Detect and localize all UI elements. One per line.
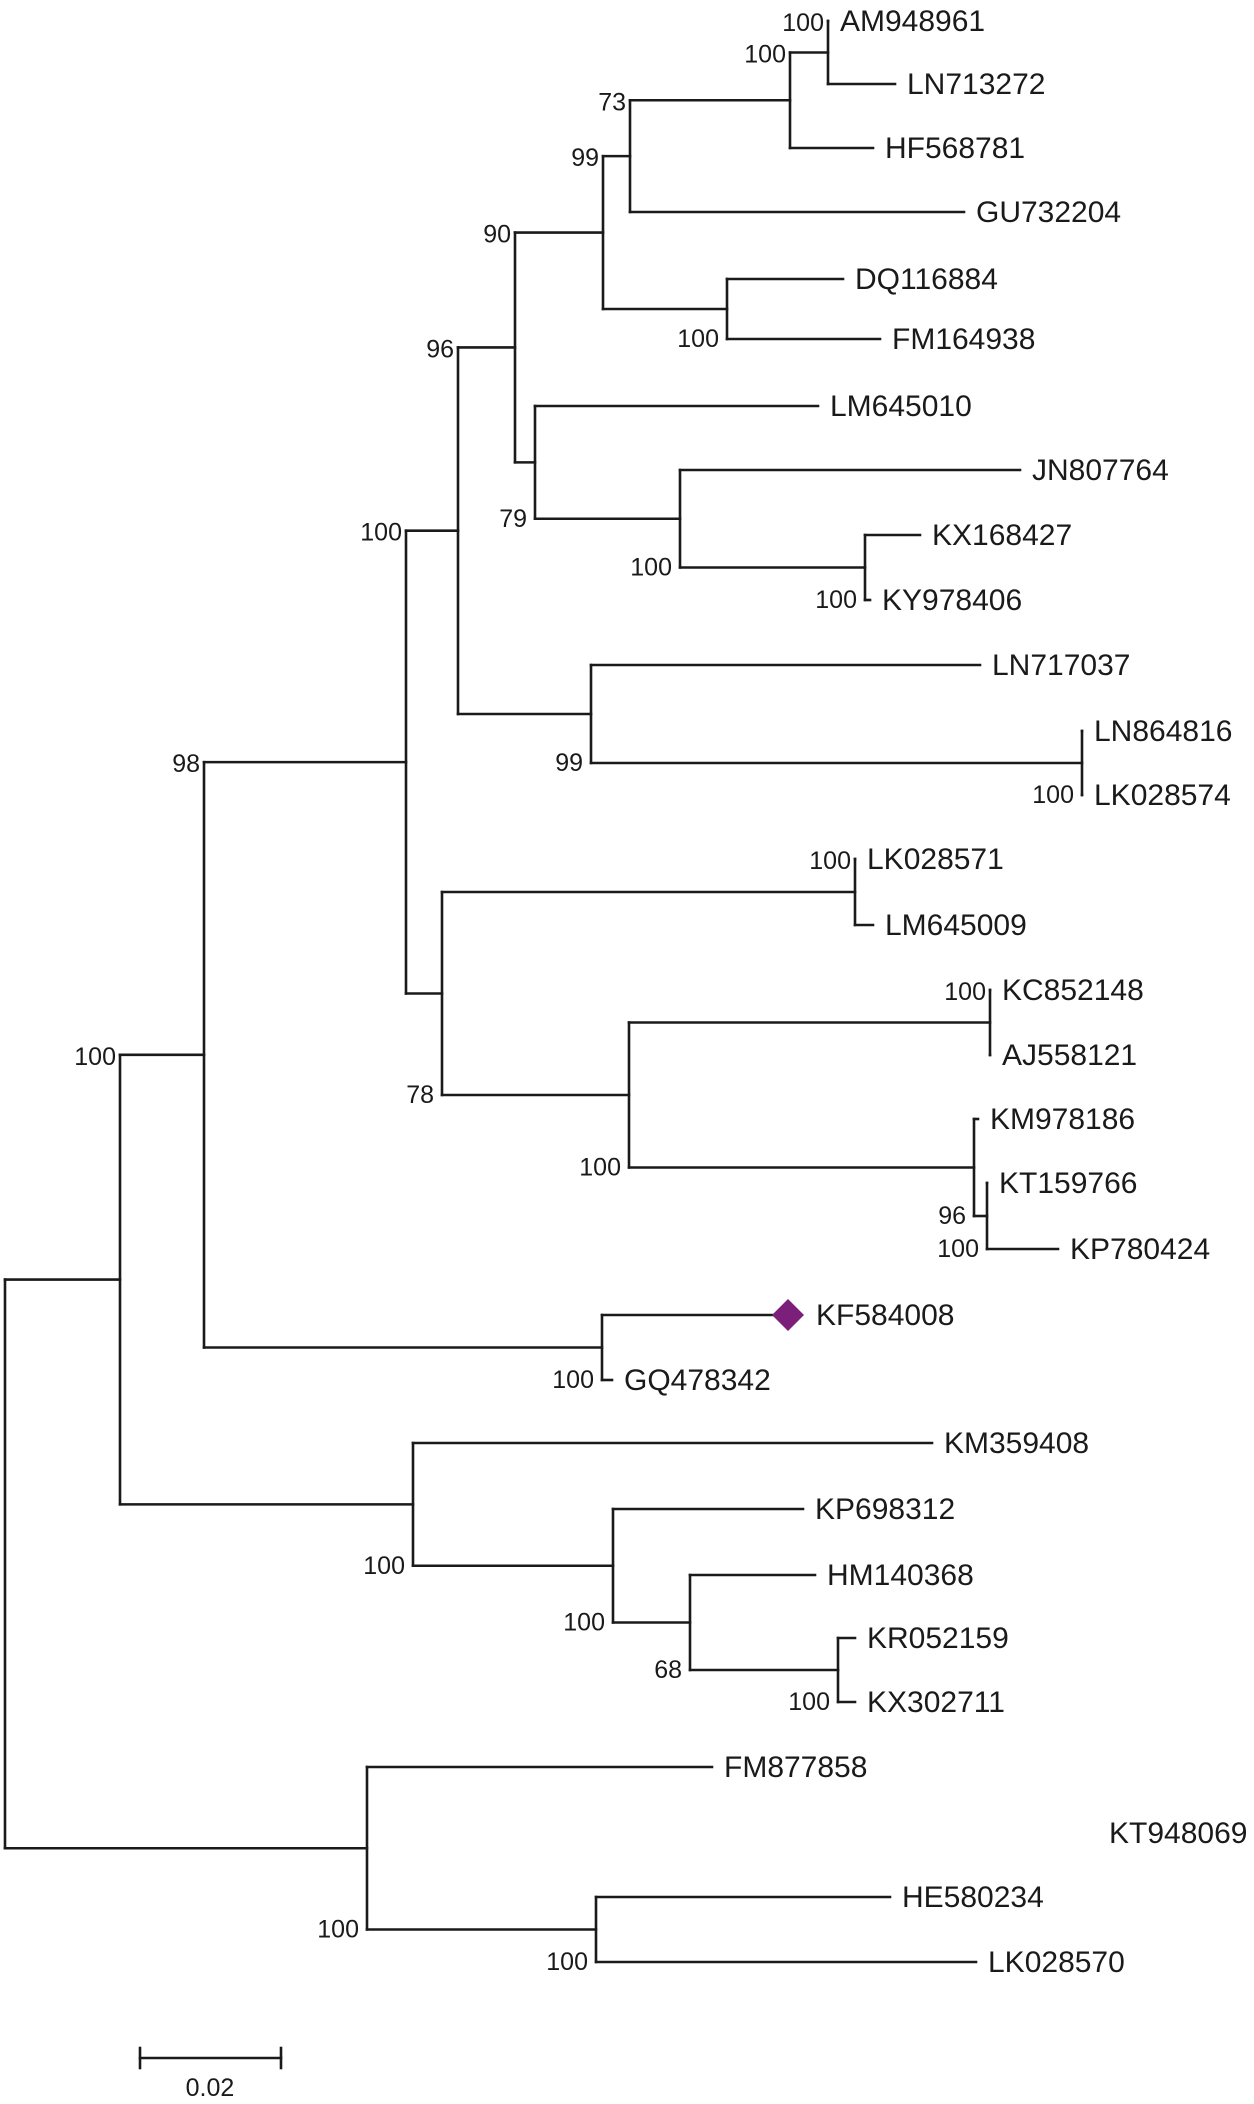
bootstrap-value: 100 bbox=[74, 1043, 116, 1071]
leaf-labels: AM948961LN713272HF568781GU732204DQ116884… bbox=[624, 5, 1247, 1979]
bootstrap-value: 78 bbox=[406, 1081, 434, 1109]
leaf-label: DQ116884 bbox=[855, 263, 998, 296]
leaf-label: KX168427 bbox=[932, 519, 1072, 552]
bootstrap-value: 100 bbox=[788, 1688, 830, 1716]
leaf-label: HE580234 bbox=[902, 1881, 1044, 1914]
leaf-label: KT159766 bbox=[999, 1167, 1137, 1200]
bootstrap-value: 99 bbox=[555, 749, 583, 777]
highlight-marker bbox=[772, 1299, 804, 1331]
leaf-label: KR052159 bbox=[867, 1622, 1009, 1655]
leaf-label: FM877858 bbox=[724, 1751, 867, 1784]
bootstrap-value: 100 bbox=[360, 519, 402, 547]
leaf-label: LN717037 bbox=[992, 649, 1130, 682]
bootstrap-value: 100 bbox=[744, 41, 786, 69]
leaf-label: KP780424 bbox=[1070, 1233, 1210, 1266]
bootstrap-value: 79 bbox=[499, 505, 527, 533]
bootstrap-value: 73 bbox=[598, 88, 626, 116]
bootstrap-value: 100 bbox=[809, 847, 851, 875]
bootstrap-value: 100 bbox=[944, 978, 986, 1006]
leaf-label: KX302711 bbox=[867, 1686, 1005, 1719]
bootstrap-value: 100 bbox=[1032, 781, 1074, 809]
leaf-label: KY978406 bbox=[882, 584, 1022, 617]
leaf-label: KF584008 bbox=[816, 1299, 954, 1332]
leaf-label: HF568781 bbox=[885, 132, 1025, 165]
bootstrap-value: 96 bbox=[938, 1202, 966, 1230]
leaf-label: KM978186 bbox=[990, 1103, 1135, 1136]
bootstrap-value: 100 bbox=[937, 1235, 979, 1263]
leaf-label: LK028570 bbox=[988, 1946, 1125, 1979]
leaf-label: LN864816 bbox=[1094, 715, 1232, 748]
leaf-label: GQ478342 bbox=[624, 1364, 771, 1397]
leaf-label: FM164938 bbox=[892, 323, 1035, 356]
leaf-label: GU732204 bbox=[976, 196, 1121, 229]
leaf-label: LK028574 bbox=[1094, 779, 1231, 812]
bootstrap-value: 100 bbox=[317, 1916, 359, 1944]
scale-bar: 0.02 bbox=[138, 2046, 283, 2102]
leaf-label: KP698312 bbox=[815, 1493, 955, 1526]
bootstrap-value: 96 bbox=[426, 335, 454, 363]
scale-bar-label: 0.02 bbox=[186, 2074, 235, 2102]
leaf-label: LN713272 bbox=[907, 68, 1045, 101]
leaf-label: AM948961 bbox=[840, 5, 985, 38]
bootstrap-value: 68 bbox=[654, 1656, 682, 1684]
bootstrap-value: 100 bbox=[782, 9, 824, 37]
bootstrap-value: 100 bbox=[579, 1154, 621, 1182]
leaf-label: AJ558121 bbox=[1002, 1039, 1137, 1072]
bootstrap-value: 100 bbox=[552, 1366, 594, 1394]
tree-branches bbox=[3, 19, 1084, 1964]
leaf-label: HM140368 bbox=[827, 1559, 974, 1592]
bootstrap-value: 100 bbox=[677, 325, 719, 353]
leaf-label: LM645009 bbox=[885, 909, 1027, 942]
bootstrap-values: 100 100 73 99 100 90 79 100 100 96 99 100 100 78 100 10… bbox=[74, 9, 1074, 1976]
leaf-label: JN807764 bbox=[1032, 454, 1169, 487]
leaf-label: LK028571 bbox=[867, 843, 1004, 876]
bootstrap-value: 90 bbox=[483, 221, 511, 249]
leaf-label: LM645010 bbox=[830, 390, 972, 423]
leaf-label: KC852148 bbox=[1002, 974, 1144, 1007]
diamond-icon bbox=[772, 1299, 804, 1331]
bootstrap-value: 100 bbox=[563, 1609, 605, 1637]
bootstrap-value: 100 bbox=[630, 554, 672, 582]
bootstrap-value: 99 bbox=[571, 144, 599, 172]
bootstrap-value: 98 bbox=[172, 750, 200, 778]
bootstrap-value: 100 bbox=[546, 1948, 588, 1976]
leaf-label: KM359408 bbox=[944, 1427, 1089, 1460]
bootstrap-value: 100 bbox=[363, 1552, 405, 1580]
bootstrap-value: 100 bbox=[815, 586, 857, 614]
leaf-label: KT948069 bbox=[1109, 1817, 1247, 1850]
